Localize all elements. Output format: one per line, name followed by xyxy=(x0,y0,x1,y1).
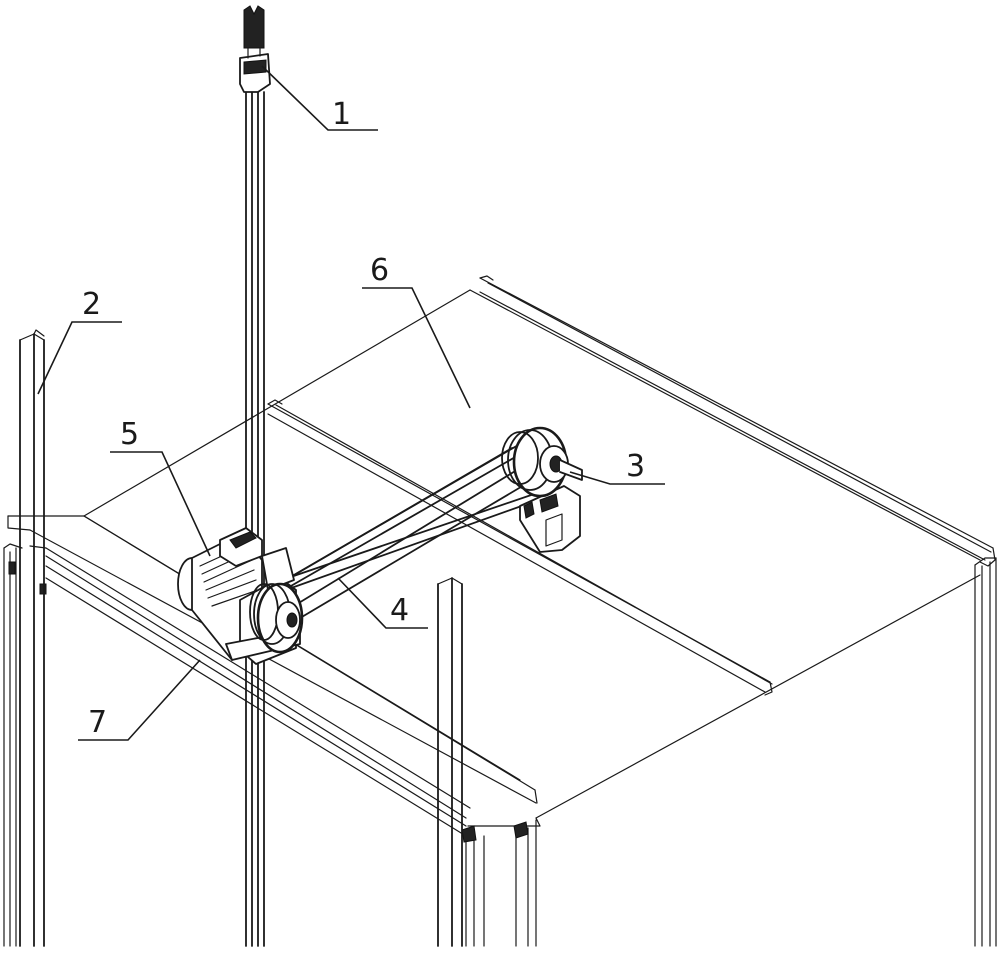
leader-4 xyxy=(337,577,428,629)
leader-3 xyxy=(569,471,665,485)
hook-clamp xyxy=(239,5,271,93)
back-rail xyxy=(479,275,996,567)
callout-labels: 1 2 3 4 5 6 7 xyxy=(82,97,645,740)
left-angle-post xyxy=(19,329,45,947)
callout-4: 4 xyxy=(390,593,409,628)
callout-3: 3 xyxy=(626,449,645,484)
right-column xyxy=(974,557,997,947)
belts xyxy=(267,443,545,625)
middle-rail xyxy=(267,399,773,696)
callout-1: 1 xyxy=(332,97,351,132)
leader-7 xyxy=(78,659,201,741)
motor xyxy=(177,527,304,665)
callout-6: 6 xyxy=(370,253,389,288)
leader-6 xyxy=(362,287,471,409)
hanging-rope xyxy=(245,89,265,947)
callout-5: 5 xyxy=(120,417,139,452)
leader-2 xyxy=(37,321,122,395)
leader-lines xyxy=(37,65,665,741)
callout-7: 7 xyxy=(88,705,107,740)
driven-pulley xyxy=(501,426,583,553)
left-lower-posts xyxy=(3,543,47,947)
front-angle-post xyxy=(437,577,463,947)
leader-1 xyxy=(261,65,378,131)
front-beam xyxy=(7,515,541,837)
center-lower-column xyxy=(461,819,537,947)
leader-5 xyxy=(110,451,211,557)
callout-2: 2 xyxy=(82,287,101,322)
